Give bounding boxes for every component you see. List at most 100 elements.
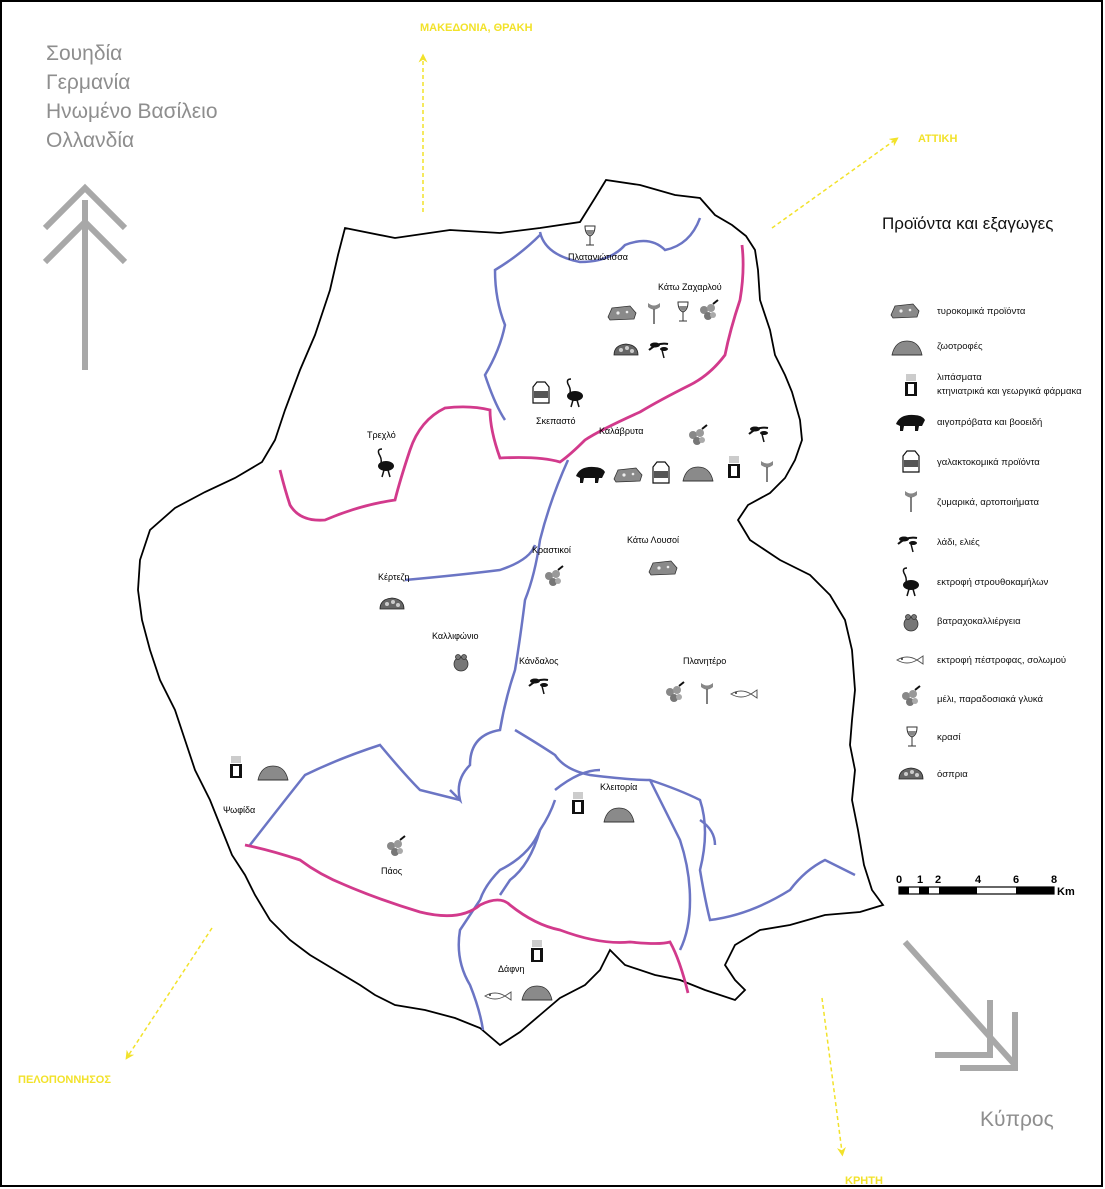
livestock-icon — [896, 414, 925, 431]
fish-icon — [484, 991, 512, 1001]
legend: Προϊόντα και εξαγωγες τυροκομικά προϊόντ… — [882, 214, 1082, 780]
honey-icon — [688, 424, 708, 446]
fertilizer-icon — [905, 374, 917, 396]
direction-south: ΚΡΗΤΗ — [845, 1175, 883, 1187]
fertilizer-icon — [728, 456, 740, 478]
livestock-icon — [576, 466, 605, 483]
place-label: Κραστικοί — [532, 545, 571, 555]
fish-icon — [730, 689, 758, 699]
legend-label: τυροκομικά προϊόντα — [937, 306, 1026, 317]
feed-icon — [257, 765, 289, 781]
wine-icon — [906, 726, 918, 747]
pasta-icon — [760, 460, 774, 483]
scale-tick: 8 — [1051, 874, 1057, 886]
legend-label: λιπάσματα — [937, 372, 982, 383]
legend-label: βατραχοκαλλιέργεια — [937, 616, 1021, 627]
legend-label: εκτροφή πέστροφας, σολωμού — [937, 655, 1066, 666]
legend-label: όσπρια — [937, 769, 968, 780]
pasta-icon — [904, 490, 918, 513]
milk-icon — [902, 450, 920, 473]
legumes-icon — [898, 767, 924, 780]
direction-southwest: ΠΕΛΟΠΟΝΝΗΣΟΣ — [18, 1074, 111, 1086]
scale-tick: 4 — [975, 874, 982, 886]
rivers — [249, 217, 856, 1031]
legend-label: ζωοτροφές — [937, 341, 983, 352]
legend-label: αιγοπρόβατα και βοοειδή — [937, 417, 1042, 428]
place-label: Κάτω Λουσοί — [627, 535, 679, 545]
feed-icon — [682, 466, 714, 482]
southeast-export-arrow-icon — [902, 940, 1018, 1071]
place-label: Καλλιφώνιο — [432, 631, 478, 641]
feed-icon — [521, 985, 553, 1001]
cheese-icon — [613, 467, 643, 483]
direction-northeast: ΑΤΤΙΚΗ — [918, 133, 957, 145]
honey-icon — [901, 685, 921, 707]
pasta-icon — [700, 682, 714, 705]
honey-icon — [544, 565, 564, 587]
honey-icon — [386, 835, 406, 857]
fertilizer-icon — [572, 792, 584, 814]
place-label: Τρεχλό — [367, 430, 396, 440]
scale-unit: Km — [1057, 886, 1075, 898]
honey-icon — [699, 299, 719, 321]
roads — [244, 244, 745, 994]
olive-icon — [897, 535, 918, 553]
direction-north: ΜΑΚΕΔΟΝΙΑ, ΘΡΑΚΗ — [420, 22, 533, 34]
ostrich-icon — [377, 448, 395, 478]
scale-tick: 0 — [896, 874, 902, 886]
place-label: Πλανητέρο — [683, 656, 726, 666]
export-country: Γερμανία — [46, 71, 130, 94]
olive-icon — [528, 677, 549, 695]
region-boundary — [137, 179, 885, 1047]
olive-icon — [748, 425, 769, 443]
fertilizer-icon — [531, 940, 543, 962]
milk-icon — [532, 381, 550, 404]
legend-label: ζυμαρικά, αρτοποιήματα — [937, 497, 1039, 508]
ostrich-icon — [902, 567, 920, 597]
export-countries: Σουηδία Γερμανία Ηνωμένο Βασίλειο Ολλανδ… — [46, 42, 218, 152]
place-label: Καλάβρυτα — [599, 426, 644, 436]
frog-icon — [453, 654, 469, 672]
export-country: Σουηδία — [46, 42, 122, 65]
place-labels: Πλατανιώτισσα Κάτω Ζαχαρλού Σκεπαστό Καλ… — [223, 252, 726, 974]
legend-label: λάδι, ελιές — [937, 537, 980, 548]
legumes-icon — [379, 597, 405, 610]
scale-tick: 2 — [935, 874, 941, 886]
place-label: Κλειτορία — [600, 782, 637, 792]
legend-label: γαλακτοκομικά προϊόντα — [937, 457, 1040, 468]
cheese-icon — [890, 303, 920, 319]
wine-icon — [677, 301, 689, 322]
cheese-icon — [607, 305, 637, 321]
direction-southeast: Κύπρος — [980, 1108, 1054, 1131]
place-label: Δάφνη — [498, 964, 525, 974]
legend-label: κτηνιατρικά και γεωργικά φάρμακα — [937, 386, 1082, 397]
milk-icon — [652, 461, 670, 484]
olive-icon — [648, 341, 669, 359]
cheese-icon — [648, 560, 678, 576]
direction-arrows — [125, 53, 899, 1157]
place-label: Σκεπαστό — [536, 416, 575, 426]
frog-icon — [903, 614, 919, 632]
scale-tick: 1 — [917, 874, 923, 886]
scale-bar: 0 1 2 4 6 8 Km — [896, 874, 1075, 898]
feed-icon — [891, 340, 923, 356]
legend-label: εκτροφή στρουθοκαμήλων — [937, 577, 1048, 588]
north-export-arrow-icon — [42, 183, 128, 370]
place-label: Κέρτεζη — [378, 572, 409, 582]
scale-tick: 6 — [1013, 874, 1019, 886]
export-country: Ηνωμένο Βασίλειο — [46, 100, 218, 123]
pasta-icon — [647, 302, 661, 325]
place-label: Πλατανιώτισσα — [568, 252, 628, 262]
feed-icon — [603, 807, 635, 823]
place-label: Κάτω Ζαχαρλού — [658, 282, 722, 292]
fish-icon — [896, 655, 924, 665]
legend-label: μέλι, παραδοσιακά γλυκά — [937, 694, 1044, 705]
ostrich-icon — [566, 378, 584, 408]
fertilizer-icon — [230, 756, 242, 778]
honey-icon — [665, 681, 685, 703]
place-label: Ψωφίδα — [223, 805, 255, 815]
export-country: Ολλανδία — [46, 129, 134, 152]
place-label: Πάος — [381, 866, 403, 876]
